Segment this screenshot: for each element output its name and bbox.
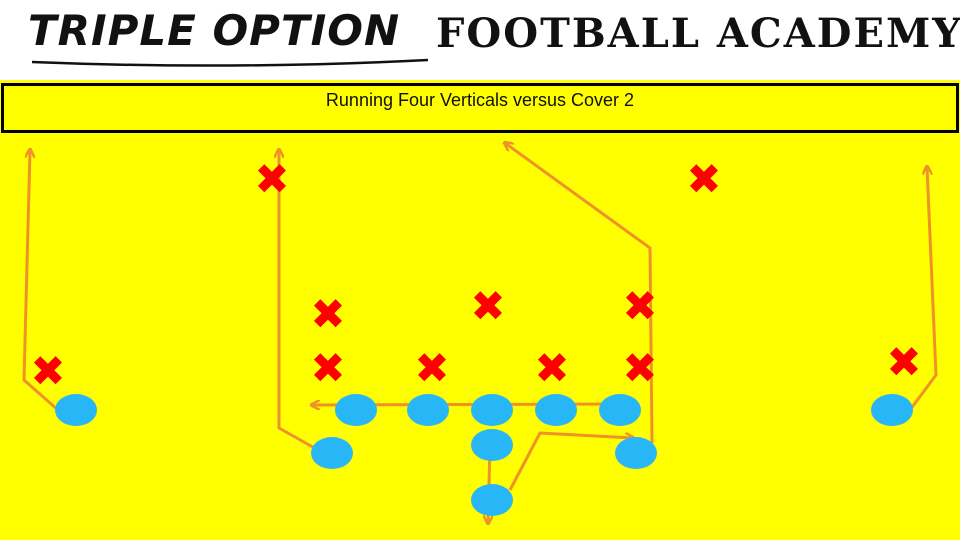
player-fullback — [471, 484, 513, 516]
route-tb-swing — [508, 431, 633, 491]
defender-left-end: ✖ — [310, 344, 345, 393]
player-right-tackle — [599, 394, 641, 426]
player-quarterback — [471, 429, 513, 461]
player-right-wr — [871, 394, 913, 426]
defender-right-lb: ✖ — [622, 282, 657, 331]
defender-middle-lb: ✖ — [470, 282, 505, 331]
defender-left-safety: ✖ — [254, 155, 289, 204]
logo-football-academy: FOOTBALL ACADEMY — [436, 10, 960, 57]
defender-left-tackle: ✖ — [414, 344, 449, 393]
player-left-wr — [55, 394, 97, 426]
route-left-slot-vertical — [279, 150, 319, 452]
logo-banner: TRIPLE OPTION FOOTBALL ACADEMY — [0, 0, 960, 80]
defender-left-cb: ✖ — [30, 347, 65, 396]
player-left-slot — [311, 437, 353, 469]
logo-underline-swoosh — [31, 58, 429, 67]
player-center — [471, 394, 513, 426]
player-right-guard — [535, 394, 577, 426]
defender-right-safety: ✖ — [686, 155, 721, 204]
defender-right-tackle: ✖ — [534, 344, 569, 393]
route-right-wr-vertical — [908, 167, 938, 411]
page-title: Running Four Verticals versus Cover 2 — [325, 90, 635, 110]
logo-triple-option: TRIPLE OPTION — [28, 6, 401, 55]
title-box: Running Four Verticals versus Cover 2 — [1, 83, 959, 133]
player-left-guard — [407, 394, 449, 426]
route-right-slot-seam — [505, 143, 654, 444]
defender-right-end: ✖ — [622, 344, 657, 393]
player-right-slot — [615, 437, 657, 469]
player-left-tackle — [335, 394, 377, 426]
defender-left-lb: ✖ — [310, 290, 345, 339]
defender-right-cb: ✖ — [886, 338, 921, 387]
route-left-wr-vertical — [22, 150, 59, 412]
